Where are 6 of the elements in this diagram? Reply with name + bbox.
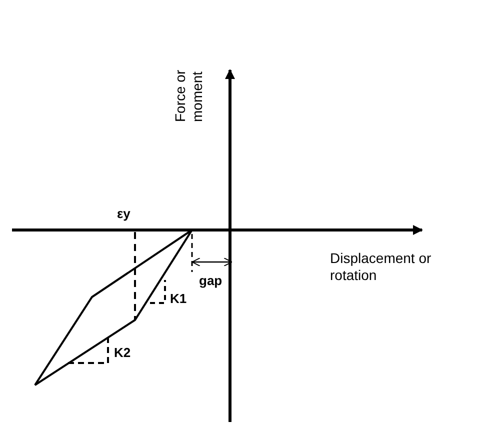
dimension-label: gap xyxy=(199,272,222,289)
axis-label: Displacement or rotation xyxy=(330,250,432,284)
yield-label: εy xyxy=(117,205,130,222)
axis-label: Force or moment xyxy=(172,68,206,122)
stiffness-label: K2 xyxy=(114,344,131,361)
stiffness-label: K1 xyxy=(170,290,187,307)
